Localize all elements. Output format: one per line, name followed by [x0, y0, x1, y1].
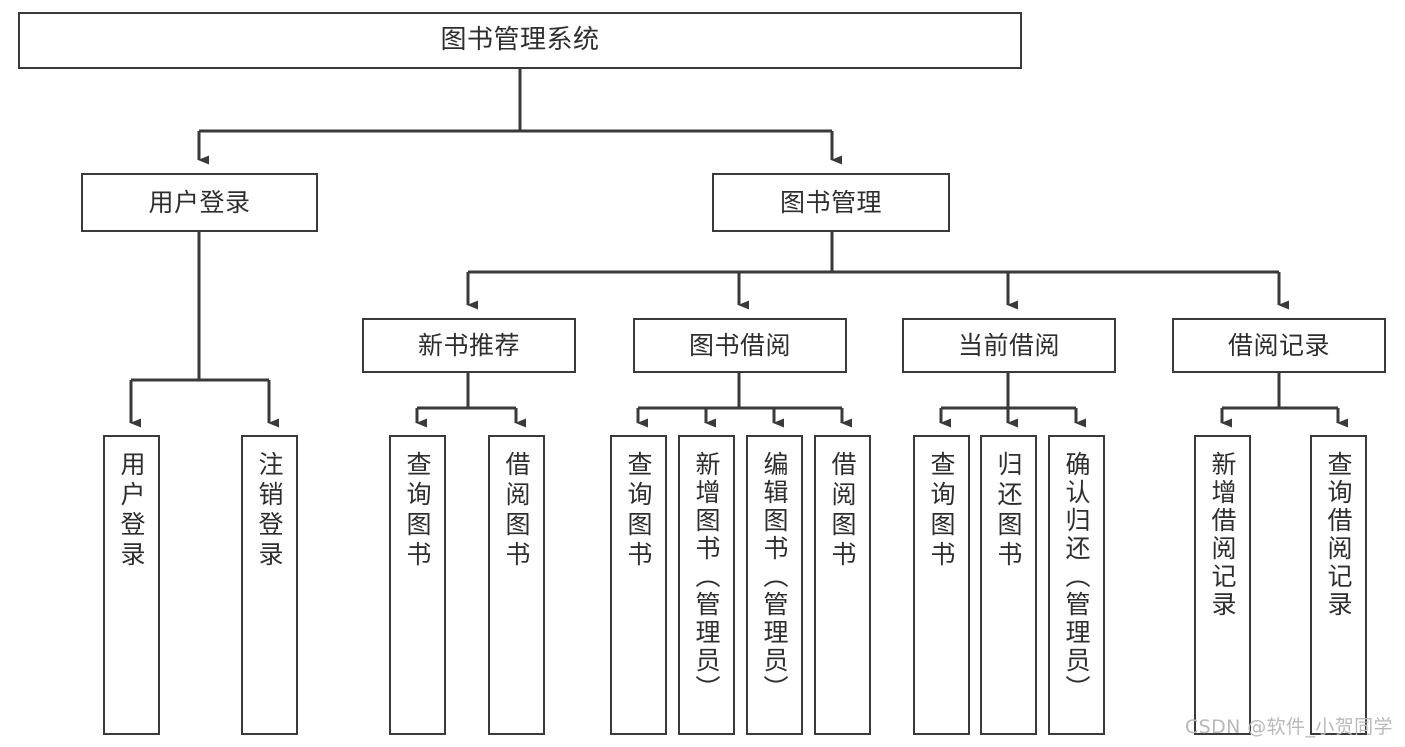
node-label: 查询借阅记录 — [1324, 451, 1353, 619]
node-label: 当前借阅 — [957, 330, 1060, 360]
node-label: 用户登录 — [117, 451, 146, 571]
node-label: 借阅图书 — [828, 451, 857, 571]
node-leaf-add-book-admin[interactable]: 新增图书（管理员） — [678, 435, 735, 735]
node-label: 确认归还（管理员） — [1062, 451, 1091, 703]
node-leaf-return-book[interactable]: 归还图书 — [980, 435, 1037, 735]
node-label: 新书推荐 — [417, 330, 520, 360]
node-book-borrow[interactable]: 图书借阅 — [633, 318, 847, 373]
node-label: 编辑图书（管理员） — [760, 451, 789, 703]
node-book-management[interactable]: 图书管理 — [712, 173, 950, 232]
node-new-book-recommend[interactable]: 新书推荐 — [362, 318, 576, 373]
node-label: 查询图书 — [927, 451, 956, 571]
node-label: 用户登录 — [148, 187, 251, 217]
node-label: 借阅图书 — [502, 451, 531, 571]
node-leaf-edit-book-admin[interactable]: 编辑图书（管理员） — [746, 435, 803, 735]
node-label: 图书管理系统 — [440, 25, 600, 56]
node-current-borrow[interactable]: 当前借阅 — [902, 318, 1116, 373]
node-user-login[interactable]: 用户登录 — [81, 173, 318, 232]
node-label: 图书借阅 — [688, 330, 791, 360]
node-label: 借阅记录 — [1227, 330, 1330, 360]
csdn-watermark: CSDN @软件_小贺同学 — [1185, 716, 1393, 738]
node-root-library-system[interactable]: 图书管理系统 — [18, 12, 1022, 69]
node-label: 图书管理 — [779, 187, 882, 217]
node-leaf-borrow-book[interactable]: 借阅图书 — [814, 435, 871, 735]
node-leaf-query-book-recommend[interactable]: 查询图书 — [389, 435, 446, 735]
node-label: 新增图书（管理员） — [692, 451, 721, 703]
node-leaf-user-login[interactable]: 用户登录 — [103, 435, 160, 735]
node-label: 归还图书 — [994, 451, 1023, 571]
node-leaf-add-borrow-record[interactable]: 新增借阅记录 — [1194, 435, 1251, 735]
node-label: 查询图书 — [624, 451, 653, 571]
node-leaf-query-book-borrow[interactable]: 查询图书 — [610, 435, 667, 735]
node-borrow-record[interactable]: 借阅记录 — [1172, 318, 1386, 373]
node-label: 查询图书 — [403, 451, 432, 571]
node-label: 注销登录 — [255, 451, 284, 571]
node-label: 新增借阅记录 — [1208, 451, 1237, 619]
node-leaf-query-borrow-record[interactable]: 查询借阅记录 — [1310, 435, 1367, 735]
node-leaf-logout[interactable]: 注销登录 — [241, 435, 298, 735]
node-leaf-confirm-return-admin[interactable]: 确认归还（管理员） — [1048, 435, 1105, 735]
node-leaf-query-book-current[interactable]: 查询图书 — [913, 435, 970, 735]
node-leaf-borrow-book-recommend[interactable]: 借阅图书 — [488, 435, 545, 735]
